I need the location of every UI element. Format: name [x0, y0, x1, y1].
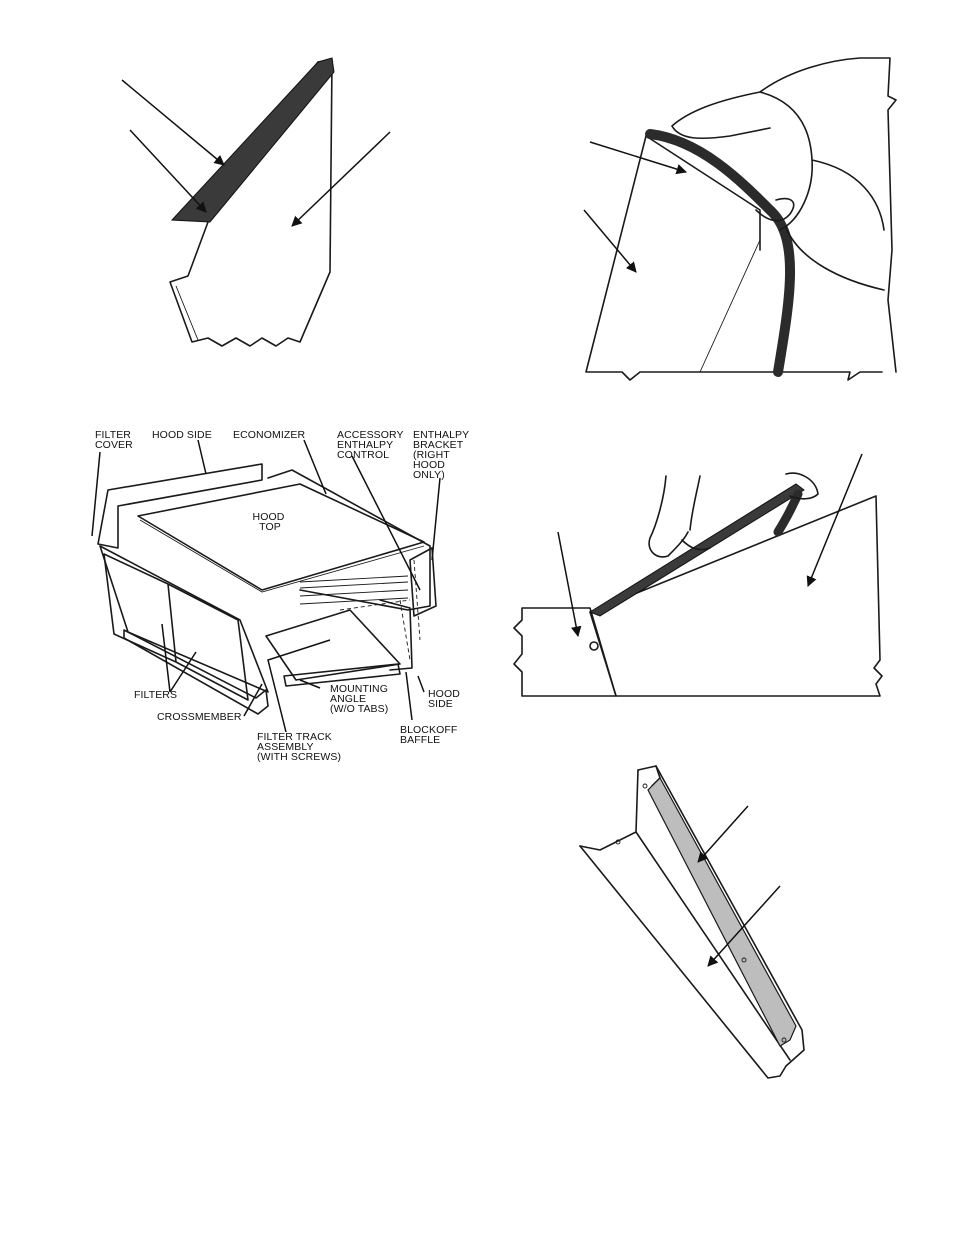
filter-track: [265, 609, 401, 681]
figure-hood-assembly: FILTER COVER HOOD SIDE ECONOMIZER ACCESS…: [91, 429, 472, 763]
figure-gasket-installation: [513, 453, 883, 697]
economizer-frame: [267, 469, 431, 611]
unit-panel: [513, 607, 617, 697]
label-crossmember: CROSSMEMBER: [157, 711, 242, 723]
insert-panel: [647, 777, 797, 1047]
label-enthalpy-bracket: ENTHALPY BRACKET (RIGHT HOOD ONLY): [413, 429, 472, 481]
hands: [648, 472, 819, 558]
label-hood-side-top: HOOD SIDE: [152, 429, 212, 441]
hood-side-right: [409, 547, 437, 617]
gasket-roll: [645, 129, 795, 377]
label-economizer: ECONOMIZER: [233, 429, 305, 441]
filter-cover: [99, 545, 269, 693]
filter-panels: [103, 553, 249, 701]
hood-side-left: [97, 463, 263, 549]
crossmember-rail: [123, 629, 269, 715]
figure-hood-side-gasket: [121, 57, 391, 347]
label-filters: FILTERS: [134, 689, 177, 701]
figure-applying-gasket: [583, 57, 897, 381]
blockoff-baffle-part: [379, 599, 413, 671]
label-blockoff-baffle: BLOCKOFF BAFFLE: [400, 724, 460, 746]
label-filter-track-assembly: FILTER TRACK ASSEMBLY (WITH SCREWS): [257, 731, 341, 763]
label-filter-cover: FILTER COVER: [95, 429, 134, 451]
label-hood-side-bottom: HOOD SIDE: [428, 688, 463, 710]
channel-outer: [579, 765, 805, 1079]
fastener: [589, 641, 599, 651]
gasket-seal: [588, 483, 805, 617]
figure-channel-insert: [579, 765, 805, 1079]
panel: [585, 135, 883, 381]
label-hood-top: HOOD TOP: [253, 511, 288, 533]
mounting-angle-part: [283, 663, 401, 687]
label-mounting-angle: MOUNTING ANGLE (W/O TABS): [330, 683, 391, 715]
hood-side-panel: [169, 59, 333, 347]
label-accessory-enthalpy-control: ACCESSORY ENTHALPY CONTROL: [337, 429, 407, 461]
hood-side-sloped-panel: [589, 495, 883, 697]
worker-figure: [671, 57, 897, 373]
gasket-strip: [170, 57, 335, 223]
hood-top-panel: [137, 483, 425, 591]
